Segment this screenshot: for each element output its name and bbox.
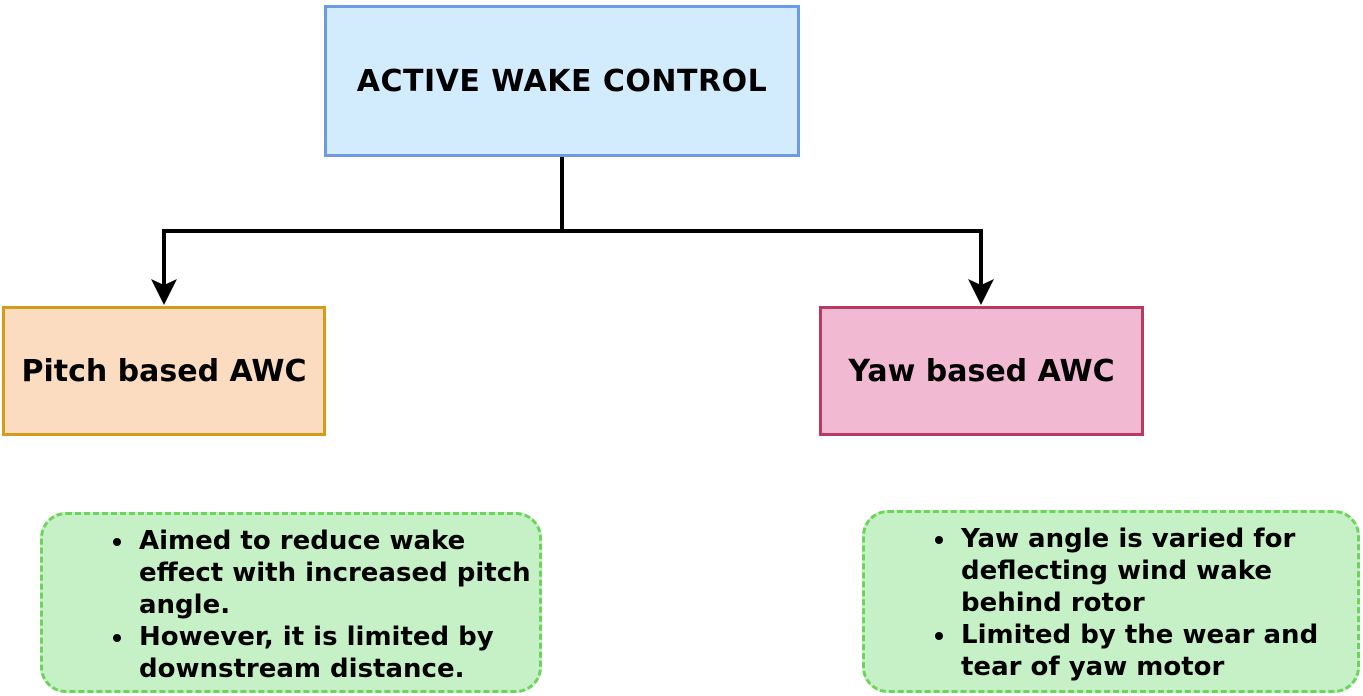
note-yaw-item: Yaw angle is varied for deflecting wind …: [957, 523, 1357, 619]
note-yaw-item: Limited by the wear and tear of yaw moto…: [957, 619, 1357, 683]
connector-to-pitch: [162, 229, 562, 288]
node-pitch-based-awc: Pitch based AWC: [2, 306, 326, 436]
node-label-pitch: Pitch based AWC: [21, 353, 307, 389]
note-pitch-item: Aimed to reduce wake effect with increas…: [135, 525, 539, 621]
arrowhead-yaw: [968, 279, 994, 305]
note-pitch-item: However, it is limited by downstream dis…: [135, 621, 539, 685]
node-yaw-based-awc: Yaw based AWC: [819, 306, 1144, 436]
connector-to-yaw: [562, 229, 983, 288]
note-pitch-based: Aimed to reduce wake effect with increas…: [40, 512, 542, 693]
note-pitch-list: Aimed to reduce wake effect with increas…: [43, 525, 539, 685]
note-yaw-list: Yaw angle is varied for deflecting wind …: [865, 523, 1357, 683]
node-label-root: ACTIVE WAKE CONTROL: [356, 63, 768, 99]
node-active-wake-control: ACTIVE WAKE CONTROL: [324, 5, 800, 157]
note-yaw-based: Yaw angle is varied for deflecting wind …: [862, 510, 1360, 693]
arrowhead-pitch: [151, 279, 177, 305]
node-label-yaw: Yaw based AWC: [848, 353, 1115, 389]
